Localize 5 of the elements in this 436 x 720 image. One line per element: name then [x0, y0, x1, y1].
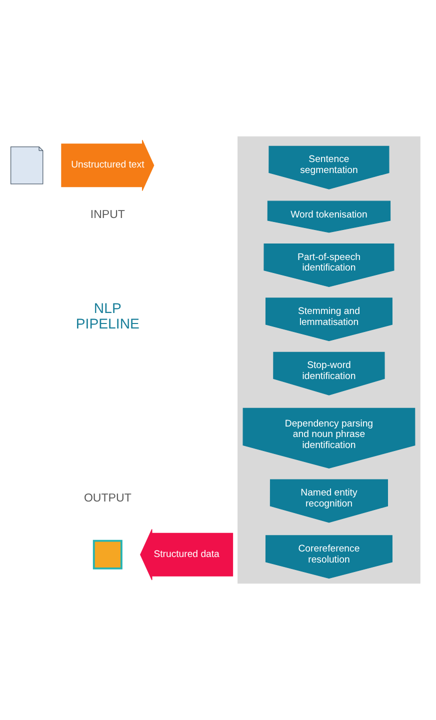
- cluster: [238, 136, 420, 584]
- label: NLP PIPELINE: [76, 300, 140, 332]
- label: OUTPUT: [84, 492, 132, 505]
- node-tree: [92, 540, 122, 570]
- label: INPUT: [90, 208, 125, 221]
